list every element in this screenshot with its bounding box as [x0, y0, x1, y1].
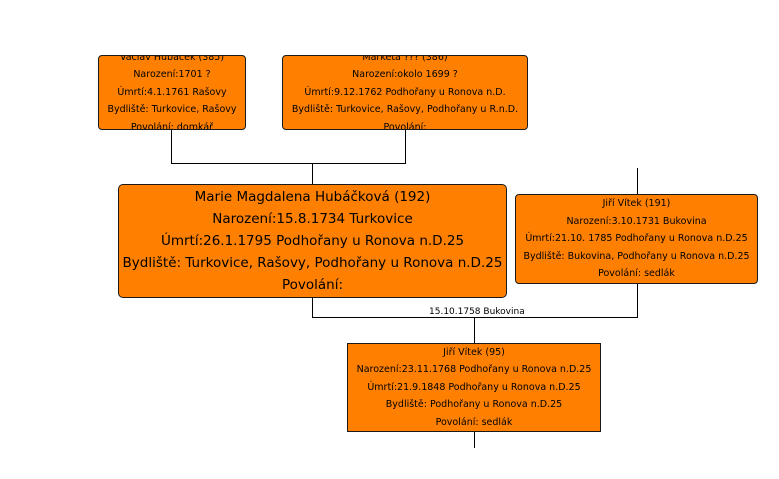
connector-line — [312, 163, 313, 184]
connector-line — [405, 129, 406, 163]
person-occupation: Povolání: sedlák — [598, 268, 675, 280]
person-name: Marie Magdalena Hubáčková (192) — [194, 189, 431, 205]
person-name: Jiří Vítek (191) — [602, 198, 671, 210]
person-name: Václav Hubáček (385) — [119, 55, 225, 63]
person-card-385[interactable]: Václav Hubáček (385) Narození:1701 ? Úmr… — [98, 55, 246, 130]
person-residence: Bydliště: Podhořany u Ronova n.D.25 — [385, 399, 563, 411]
person-occupation: Povolání: sedlák — [435, 416, 513, 428]
person-death: Úmrtí:21.10. 1785 Podhořany u Ronova n.D… — [525, 233, 748, 245]
connector-line — [637, 284, 638, 318]
person-card-386[interactable]: Markéta ??? (386) Narození:okolo 1699 ? … — [282, 55, 528, 130]
person-card-95[interactable]: Jiří Vítek (95) Narození:23.11.1768 Podh… — [347, 343, 601, 432]
person-name: Jiří Vítek (95) — [443, 346, 505, 358]
person-birth: Narození:1701 ? — [133, 69, 211, 81]
person-name: Markéta ??? (386) — [362, 55, 448, 63]
person-birth: Narození:okolo 1699 ? — [352, 69, 458, 81]
person-residence: Bydliště: Bukovina, Podhořany u Ronova n… — [523, 250, 750, 262]
person-occupation: Povolání: — [281, 277, 344, 293]
person-death: Úmrtí:9.12.1762 Podhořany u Ronova n.D. — [304, 86, 506, 98]
person-residence: Bydliště: Turkovice, Rašovy, Podhořany u… — [122, 255, 503, 271]
person-death: Úmrtí:21.9.1848 Podhořany u Ronova n.D.2… — [367, 381, 581, 393]
person-death: Úmrtí:26.1.1795 Podhořany u Ronova n.D.2… — [160, 233, 465, 249]
connector-line — [474, 317, 475, 343]
person-residence: Bydliště: Turkovice, Rašovy — [107, 104, 237, 116]
person-occupation: Povolání: — [383, 121, 427, 130]
connector-line — [171, 129, 172, 163]
connector-line — [474, 432, 475, 448]
person-card-191[interactable]: Jiří Vítek (191) Narození:3.10.1731 Buko… — [515, 194, 758, 284]
person-card-192[interactable]: Marie Magdalena Hubáčková (192) Narození… — [118, 184, 507, 298]
connector-line — [171, 163, 406, 164]
connector-line — [637, 168, 638, 195]
person-birth: Narození:3.10.1731 Bukovina — [566, 215, 707, 227]
connector-line — [312, 317, 638, 318]
person-birth: Narození:15.8.1734 Turkovice — [212, 211, 413, 227]
connector-line — [312, 298, 313, 318]
person-birth: Narození:23.11.1768 Podhořany u Ronova n… — [356, 364, 592, 376]
person-occupation: Povolání: domkář — [130, 121, 214, 130]
marriage-label: 15.10.1758 Bukovina — [429, 307, 525, 317]
person-residence: Bydliště: Turkovice, Rašovy, Podhořany u… — [291, 104, 519, 116]
person-death: Úmrtí:4.1.1761 Rašovy — [117, 86, 227, 98]
